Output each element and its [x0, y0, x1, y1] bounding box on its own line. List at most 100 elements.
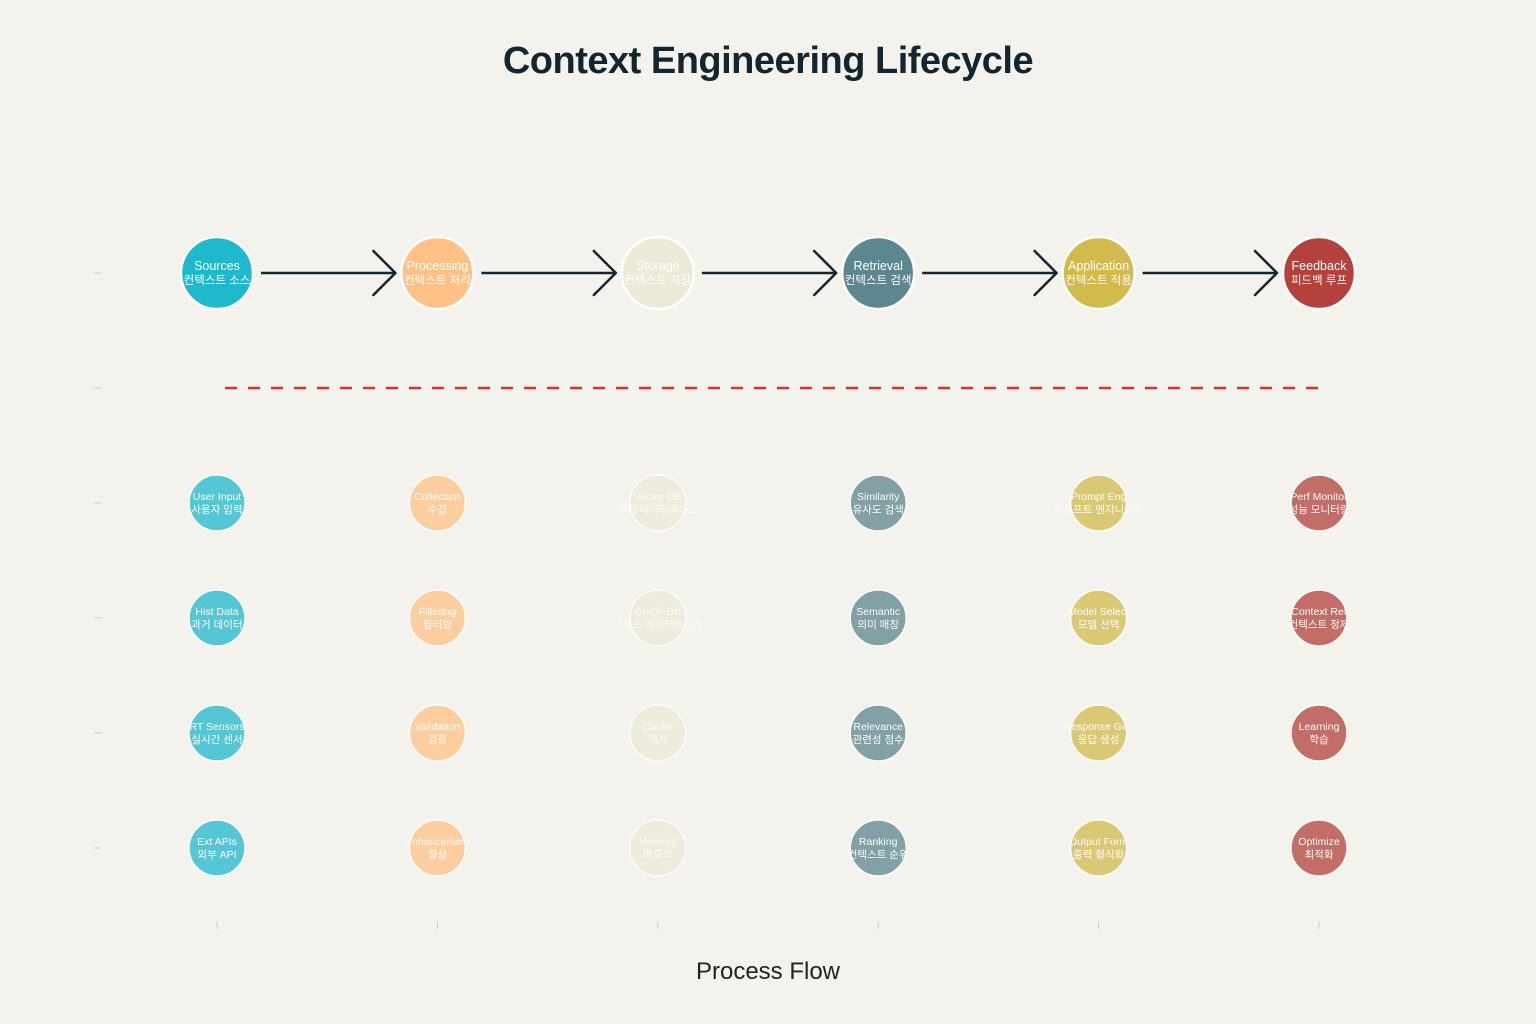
sub-node-label-en: Prompt Eng [1071, 491, 1127, 503]
flow-arrow [1142, 249, 1279, 297]
sub-node-circle [629, 474, 687, 532]
sub-node-label-ko: 수집 [428, 504, 447, 516]
sub-node-label-en: Optimize [1298, 836, 1340, 848]
sub-node-label-en: Cache [643, 721, 674, 733]
sub-node-circle [188, 819, 246, 877]
sub-node-circle [1290, 704, 1348, 762]
stage-label-en: Retrieval [854, 259, 903, 273]
stage-label-ko: 컨텍스트 소스 [184, 274, 251, 287]
stage-circle [179, 235, 255, 311]
sub-node-circle [849, 589, 907, 647]
sub-node-label-ko: 출력 형식화 [1073, 849, 1125, 861]
sub-node-label-ko: 성능 모니터링 [1289, 504, 1350, 516]
sub-node-label-en: Ext APIs [197, 836, 237, 848]
sub-node-label-ko: 컨텍스트 순위 [848, 848, 909, 861]
x-axis-label: Process Flow [695, 958, 841, 985]
sub-node-label-ko: 모델 선택 [1078, 619, 1120, 631]
sub-node-label-en: Model Select [1068, 606, 1129, 618]
sub-node-label-en: User Input [193, 491, 242, 503]
sub-node-label-en: Learning [1299, 721, 1340, 733]
sub-node-circle [1069, 704, 1128, 762]
sub-node-label-ko: 프롬프트 엔지니어링 [1054, 504, 1144, 516]
sub-node-circle [408, 704, 467, 762]
sub-node-label-ko: 응답 생성 [1078, 734, 1120, 746]
sub-node-circle [1069, 474, 1128, 532]
flow-arrow [922, 249, 1058, 297]
sub-node-label-ko: 의미 매칭 [857, 619, 899, 631]
stage-circle [620, 235, 696, 311]
stage-label-en: Application [1068, 259, 1129, 273]
flow-arrow [701, 249, 838, 297]
sub-node-label-en: Enhancement [405, 836, 470, 848]
stage-label-ko: 컨텍스트 저장 [624, 274, 691, 287]
sub-node-label-ko: 컨텍스트 정제 [1289, 619, 1350, 631]
sub-node-label-en: Ranking [859, 836, 898, 848]
sub-node-label-ko: 사용자 입력 [191, 503, 242, 516]
sub-node-label-ko: 학습 [1309, 734, 1329, 746]
flow-arrow [261, 249, 397, 297]
sub-node-label-ko: 벡터 데이터베이스 [618, 504, 699, 516]
stage-circle [1061, 235, 1136, 311]
stage-circle [1281, 235, 1357, 311]
sub-node-label-en: Output Form [1069, 836, 1128, 848]
sub-node-label-en: Similarity [857, 491, 900, 503]
sub-node-label-ko: 검증 [428, 734, 448, 746]
sub-node-circle [408, 819, 467, 877]
sub-node-label-en: Context Ref [1291, 606, 1347, 618]
stage-label-en: Processing [406, 259, 468, 273]
sub-node-circle [1290, 589, 1348, 647]
sub-node-circle [629, 704, 687, 762]
sub-node-label-en: Semantic [856, 606, 900, 618]
stage-label-en: Sources [194, 259, 240, 273]
sub-node-circle [188, 474, 246, 532]
flow-arrows [261, 249, 1279, 297]
sub-node-circle [1069, 819, 1128, 877]
sub-node-label-ko: 메모리 [643, 849, 672, 861]
sub-node-label-en: Collection [414, 491, 460, 503]
sub-node-circle [849, 474, 907, 532]
sub-node-circle [408, 474, 467, 532]
sub-node-label-en: Graph DB [634, 606, 681, 618]
sub-node-label-en: Response Gen [1064, 721, 1134, 733]
axis-ticks [94, 272, 1320, 929]
stage-label-en: Storage [636, 259, 680, 273]
sub-node-label-en: Memory [639, 836, 678, 848]
sub-node-label-en: Hist Data [195, 606, 238, 618]
flow-arrow [481, 249, 618, 297]
sub-node-circle [1290, 474, 1348, 532]
sub-node-circle [629, 589, 687, 647]
sub-node-circle [849, 819, 907, 877]
sub-node-circle [1069, 589, 1128, 647]
stage-circle [840, 235, 916, 311]
sub-node-circle [188, 704, 246, 762]
diagram-title: Context Engineering Lifecycle [502, 40, 1034, 82]
stage-label-ko: 피드백 루프 [1291, 274, 1347, 287]
sub-node-label-ko: 외부 API [197, 849, 236, 861]
